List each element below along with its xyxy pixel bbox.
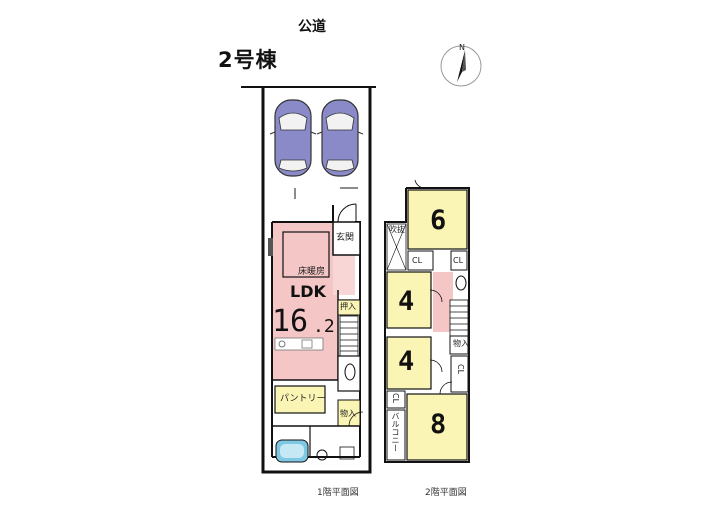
room-mid2-label: 4 — [398, 346, 415, 377]
site-boundary — [241, 86, 376, 474]
floor1-caption: 1階平面図 — [317, 488, 359, 498]
ldk-area-decimal: .2 — [313, 316, 335, 337]
floor2-plan — [384, 179, 470, 463]
compass-icon — [440, 45, 482, 87]
room-mid1-label: 4 — [398, 286, 415, 317]
closet-b-label: CL — [453, 256, 464, 265]
floor-heating-label: 床暖房 — [298, 267, 326, 277]
pantry-label: パントリー — [280, 394, 326, 404]
f2-storage-label: 物入 — [453, 339, 469, 348]
compass-north-label: N — [459, 43, 465, 52]
ldk-area-integer: 16 — [272, 304, 309, 339]
entrance-label: 玄関 — [336, 233, 355, 243]
storage1-label: 押入 — [340, 302, 356, 311]
road-label: 公道 — [298, 19, 326, 35]
closet-d-label: CL — [391, 393, 400, 404]
room-bottom-label: 8 — [430, 409, 447, 440]
void-label: 吹抜 — [389, 225, 405, 234]
car-left-icon — [269, 99, 317, 177]
storage2-label: 物入 — [340, 409, 356, 418]
floor2-caption: 2階平面図 — [425, 488, 467, 498]
closet-a-label: CL — [412, 256, 423, 265]
building-label: 2号棟 — [218, 48, 278, 72]
room-top-label: 6 — [430, 205, 447, 236]
car-right-icon — [316, 99, 364, 177]
floor1-plan — [268, 203, 364, 463]
ldk-label: LDK — [290, 282, 326, 301]
balcony-label: バルコニー — [391, 412, 400, 452]
closet-c-label: CL — [456, 364, 465, 375]
